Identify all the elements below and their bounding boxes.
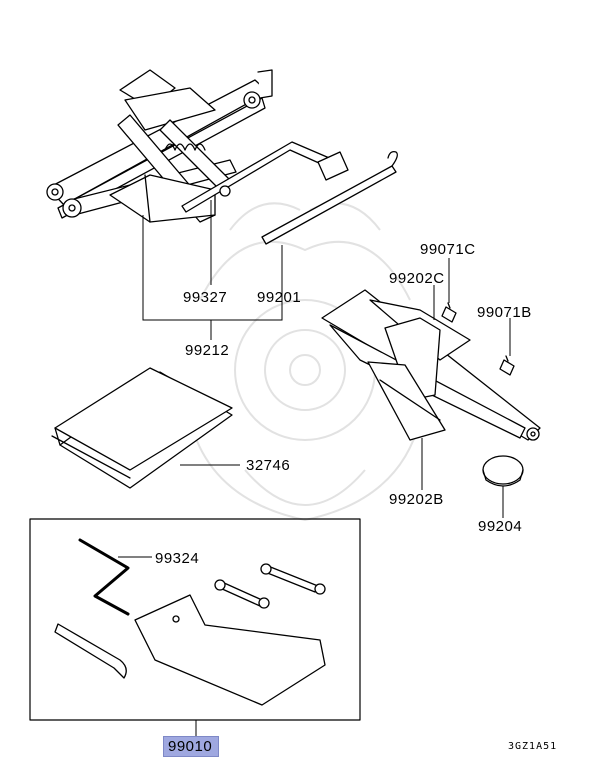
jack-handle-99327 (181, 141, 349, 213)
part-label-99202B: 99202B (389, 491, 444, 508)
tool-pouch (134, 594, 326, 706)
part-label-99071B: 99071B (477, 304, 532, 321)
part-label-99204: 99204 (478, 518, 523, 535)
part-label-99324: 99324 (155, 550, 200, 567)
pry-bar (54, 623, 127, 679)
part-label-99212: 99212 (185, 342, 230, 359)
leader-lines (118, 200, 511, 738)
spanner-large (260, 563, 326, 595)
watermark-emblem (189, 202, 421, 522)
tool-kit-box (29, 518, 361, 721)
bolt-99071C (441, 302, 457, 323)
cap-99204 (482, 455, 524, 487)
extension-rod-99201 (261, 150, 398, 245)
part-label-99201: 99201 (257, 289, 302, 306)
part-label-99071C: 99071C (420, 241, 476, 258)
pantograph-jack (321, 289, 541, 441)
hook-wrench-99324 (78, 538, 130, 616)
part-label-32746: 32746 (246, 457, 291, 474)
part-label-99010-highlighted[interactable]: 99010 (163, 736, 220, 757)
part-label-99202C: 99202C (389, 270, 445, 287)
scissor-jack (46, 69, 273, 223)
spanner-small (214, 579, 270, 609)
part-label-99327: 99327 (183, 289, 228, 306)
bolt-99071B (499, 355, 515, 376)
tool-bag-32746 (51, 367, 233, 489)
drawing-code: 3GZ1A51 (508, 741, 558, 752)
